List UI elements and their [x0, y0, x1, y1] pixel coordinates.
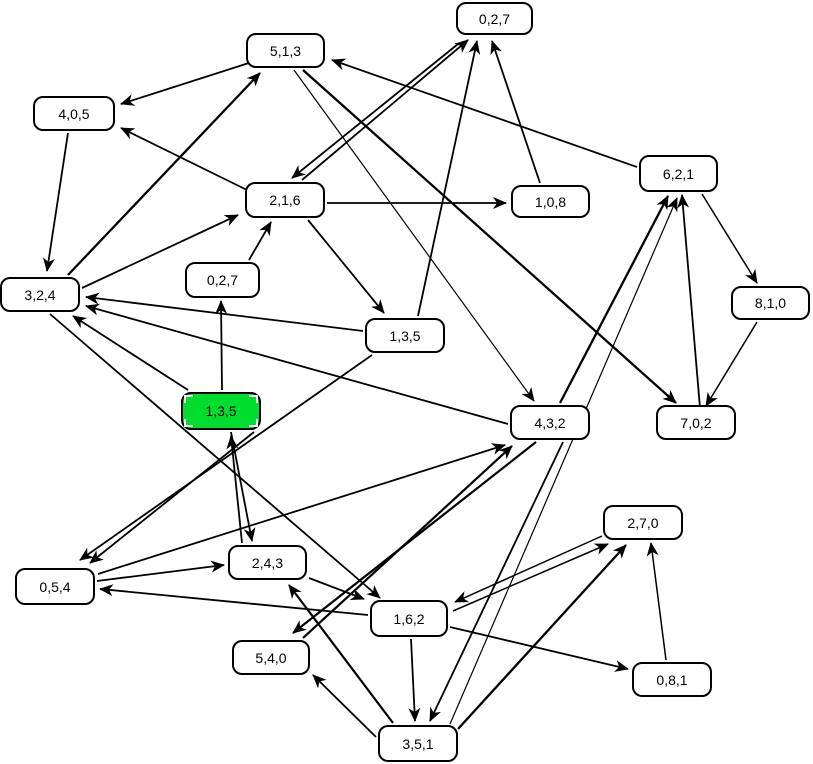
edge-n216-to-n405 [120, 127, 248, 191]
node-label: 5,1,3 [269, 42, 302, 59]
edge-n135g-to-n243 [230, 431, 256, 542]
graph-node-n108[interactable]: 1,0,8 [511, 185, 590, 218]
graph-node-n405[interactable]: 4,0,5 [33, 96, 115, 131]
edge-n216-to-n027top [301, 39, 469, 181]
edge-n513-to-n702 [302, 69, 677, 404]
edge-n162-to-n270 [452, 543, 609, 612]
graph-node-n243[interactable]: 2,4,3 [228, 545, 307, 580]
edge-n513-to-n432 [293, 69, 535, 402]
edge-n702-to-n621 [677, 194, 701, 409]
edge-n216-to-n135r [307, 219, 385, 314]
node-label: 4,0,5 [58, 105, 90, 122]
graph-node-n054[interactable]: 0,5,4 [15, 568, 95, 605]
edge-n432-to-n351 [429, 441, 564, 722]
graph-node-n432[interactable]: 4,3,2 [510, 405, 590, 440]
edge-n621-to-n810 [701, 193, 758, 284]
graph-node-n621[interactable]: 6,2,1 [639, 155, 718, 192]
graph-node-n216[interactable]: 2,1,6 [245, 182, 325, 218]
graph-node-n270[interactable]: 2,7,0 [603, 505, 683, 540]
edge-n162-to-n054 [99, 584, 369, 616]
edge-n162-to-n351 [408, 638, 421, 722]
edge-n432-to-n540 [292, 441, 537, 634]
edge-n108-to-n027top [490, 40, 541, 184]
edge-n162-to-n081 [449, 626, 629, 672]
node-label: 2,7,0 [627, 514, 659, 531]
edge-n135g-to-n324 [72, 315, 189, 391]
edge-n324-to-n162 [49, 313, 381, 599]
edge-n243-to-n135g [226, 435, 243, 544]
edge-n081-to-n270 [646, 542, 667, 661]
graph-node-n162[interactable]: 1,6,2 [370, 600, 448, 637]
edge-n135g-to-n027mid [215, 300, 228, 391]
graph-node-n540[interactable]: 5,4,0 [232, 640, 310, 675]
graph-node-n351[interactable]: 3,5,1 [378, 725, 458, 762]
edge-n324-to-n513 [67, 72, 261, 276]
edge-n540-to-n432 [302, 445, 513, 639]
graph-node-n135r[interactable]: 1,3,5 [365, 318, 445, 353]
selection-handle-tr[interactable] [249, 395, 258, 403]
node-label: 5,4,0 [255, 649, 287, 666]
edge-n513-to-n405 [120, 61, 253, 106]
edge-n270-to-n162 [454, 535, 603, 603]
node-label: 8,1,0 [754, 295, 787, 311]
edge-n027top-to-n216 [291, 43, 459, 179]
edge-n027mid-to-n216 [248, 221, 272, 261]
selection-handle-bl[interactable] [184, 419, 193, 427]
node-label: 2,4,3 [251, 554, 284, 571]
graph-node-n027top[interactable]: 0,2,7 [456, 2, 533, 35]
selection-handle-br[interactable] [249, 419, 258, 427]
edge-n135r-to-n054 [79, 354, 373, 561]
node-label: 0,5,4 [39, 578, 71, 595]
graph-node-n513[interactable]: 5,1,3 [246, 33, 325, 68]
node-label: 6,2,1 [662, 165, 695, 182]
edge-n621-to-n513 [331, 58, 638, 168]
graph-node-n810[interactable]: 8,1,0 [731, 286, 810, 320]
edge-n351-to-n540 [312, 674, 377, 738]
selection-handle-tl[interactable] [184, 395, 193, 403]
edge-n324-to-n216 [81, 214, 239, 289]
node-label: 3,5,1 [402, 735, 434, 752]
edge-n810-to-n702 [705, 321, 758, 407]
edge-n243-to-n162 [308, 577, 365, 600]
edge-n351-to-n621 [449, 197, 678, 725]
node-label: 0,8,1 [656, 671, 688, 688]
edge-n135r-to-n324 [85, 292, 364, 332]
node-label: 1,3,5 [205, 403, 237, 419]
edge-n432-to-n324 [85, 303, 509, 425]
edge-n135g-to-n054 [89, 431, 255, 564]
node-label: 1,6,2 [393, 610, 425, 627]
edge-n135r-to-n027top [417, 40, 481, 317]
node-label: 2,1,6 [269, 192, 301, 208]
node-label: 1,0,8 [534, 193, 567, 210]
edge-n405-to-n324 [43, 132, 69, 272]
node-label: 4,3,2 [534, 414, 566, 431]
node-label: 1,3,5 [389, 327, 421, 344]
node-label: 0,2,7 [206, 272, 239, 288]
node-label: 0,2,7 [478, 10, 511, 27]
edge-n054-to-n432 [97, 443, 506, 575]
edge-n351-to-n270 [457, 544, 627, 730]
graph-node-n027mid[interactable]: 0,2,7 [185, 262, 260, 298]
node-label: 7,0,2 [680, 414, 712, 431]
graph-node-n324[interactable]: 3,2,4 [0, 277, 80, 312]
node-label: 3,2,4 [24, 286, 56, 303]
graph-node-n135g[interactable]: 1,3,5 [181, 392, 261, 430]
graph-node-n702[interactable]: 7,0,2 [656, 405, 736, 440]
graph-node-n081[interactable]: 0,8,1 [632, 662, 712, 697]
edge-n351-to-n243 [288, 584, 394, 724]
edge-n054-to-n243 [96, 560, 225, 582]
edge-n432-to-n621 [558, 195, 670, 404]
